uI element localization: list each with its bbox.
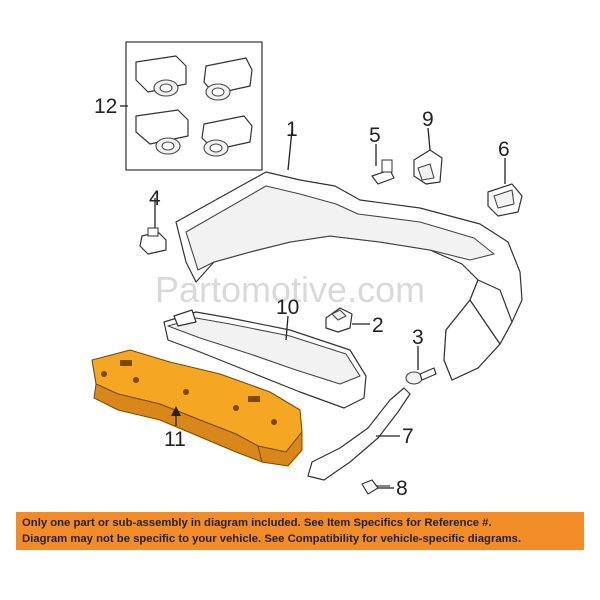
disclaimer-banner: Only one part or sub-assembly in diagram… bbox=[16, 512, 584, 550]
callout-10: 10 bbox=[276, 296, 299, 319]
leader-9 bbox=[427, 127, 431, 151]
callout-11: 11 bbox=[164, 428, 186, 451]
callout-6: 6 bbox=[498, 138, 510, 161]
callout-1: 1 bbox=[286, 118, 298, 141]
parking-sensor-4 bbox=[201, 115, 253, 157]
leader-11-arrow bbox=[171, 406, 181, 416]
callout-5: 5 bbox=[369, 124, 381, 147]
callout-3: 3 bbox=[412, 326, 424, 349]
parking-sensor-1 bbox=[135, 55, 187, 97]
mounting-clip bbox=[405, 367, 437, 385]
parking-sensor-group bbox=[125, 41, 263, 171]
screw bbox=[361, 479, 390, 495]
callout-8: 8 bbox=[396, 477, 408, 500]
retainer-clip bbox=[139, 227, 167, 255]
corner-bracket bbox=[487, 183, 523, 217]
bumper-reinforcement bbox=[91, 349, 303, 467]
disclaimer-line-1: Only one part or sub-assembly in diagram… bbox=[22, 517, 492, 529]
leader-1 bbox=[287, 129, 293, 171]
parking-sensor-2 bbox=[203, 57, 253, 101]
leader-10 bbox=[285, 315, 289, 341]
disclaimer-line-2: Diagram may not be specific to your vehi… bbox=[22, 533, 522, 545]
parking-sensor-3 bbox=[135, 109, 189, 155]
energy-absorber bbox=[163, 309, 367, 409]
bumper-cover bbox=[175, 171, 523, 381]
bolt bbox=[371, 159, 395, 185]
callout-7: 7 bbox=[402, 425, 414, 448]
callout-2: 2 bbox=[372, 314, 384, 337]
lower-molding bbox=[307, 387, 411, 481]
side-bracket bbox=[413, 149, 443, 185]
callout-9: 9 bbox=[422, 108, 434, 131]
leader-lines bbox=[120, 105, 506, 489]
callout-4: 4 bbox=[149, 187, 161, 210]
push-pin-clip bbox=[325, 307, 353, 333]
callout-12: 12 bbox=[94, 95, 117, 118]
